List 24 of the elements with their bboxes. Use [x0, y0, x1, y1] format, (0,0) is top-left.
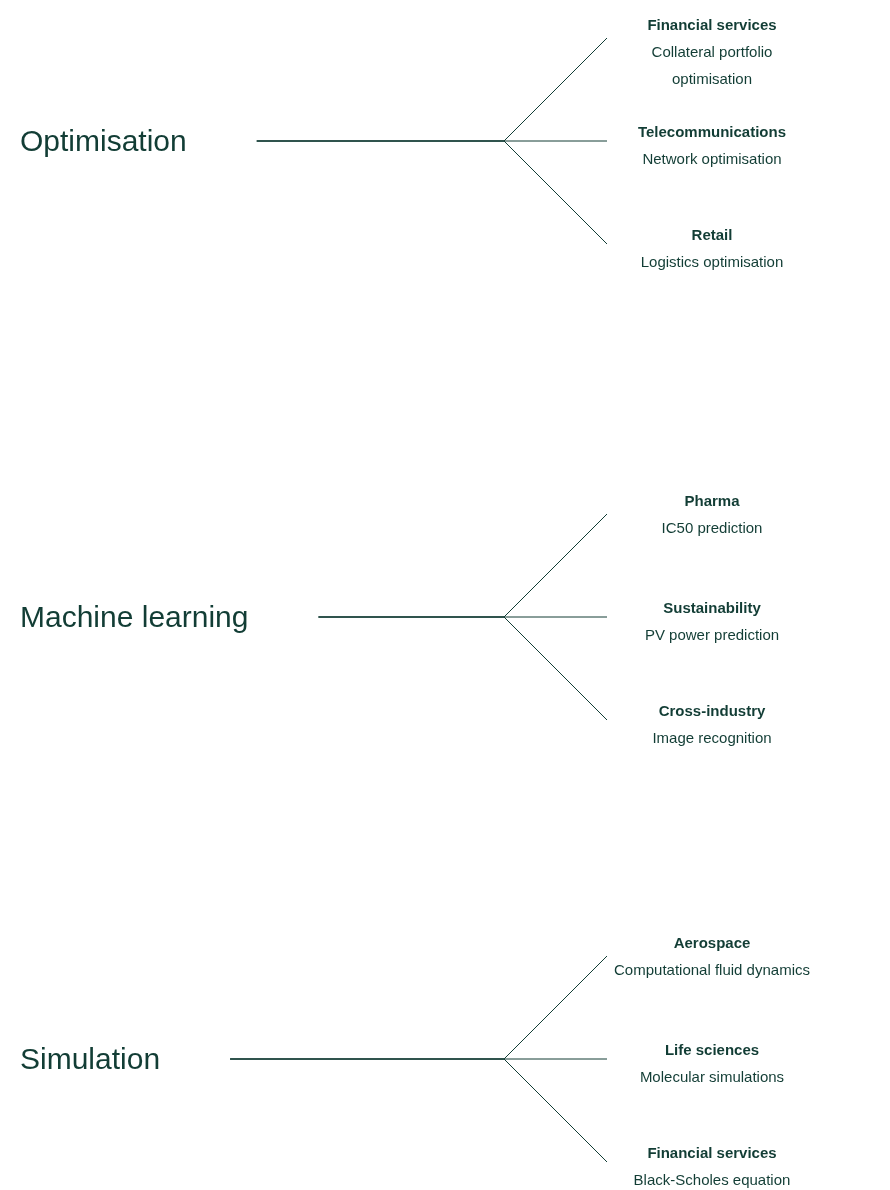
industry-heading: Financial services — [647, 15, 777, 35]
use-case-text: Molecular simulations — [639, 1067, 785, 1087]
use-case-text: Logistics optimisation — [640, 252, 784, 272]
branch-line — [256, 140, 608, 245]
category-label: Simulation — [20, 1041, 161, 1077]
industry-heading: Cross-industry — [658, 701, 766, 721]
use-case-text: Collateral portfolio optimisation — [650, 42, 774, 89]
use-case-text: IC50 prediction — [661, 518, 763, 538]
industry-heading: Aerospace — [673, 933, 751, 953]
use-case-text: Computational fluid dynamics — [614, 960, 810, 980]
use-case-text: PV power prediction — [644, 625, 780, 645]
category-label: Optimisation — [20, 123, 187, 159]
branch-line — [318, 616, 608, 721]
industry-heading: Telecommunications — [637, 122, 787, 142]
category-label: Machine learning — [20, 599, 249, 635]
industry-heading: Retail — [691, 225, 733, 245]
use-case-text: Network optimisation — [642, 149, 782, 169]
industry-heading: Pharma — [684, 491, 740, 511]
use-case-text: Black-Scholes equation — [633, 1170, 791, 1190]
use-case-text: Image recognition — [652, 728, 772, 748]
branch-line — [229, 1058, 608, 1163]
industry-heading: Financial services — [647, 1143, 777, 1163]
industry-heading: Sustainability — [663, 598, 761, 618]
industry-heading: Life sciences — [664, 1040, 760, 1060]
